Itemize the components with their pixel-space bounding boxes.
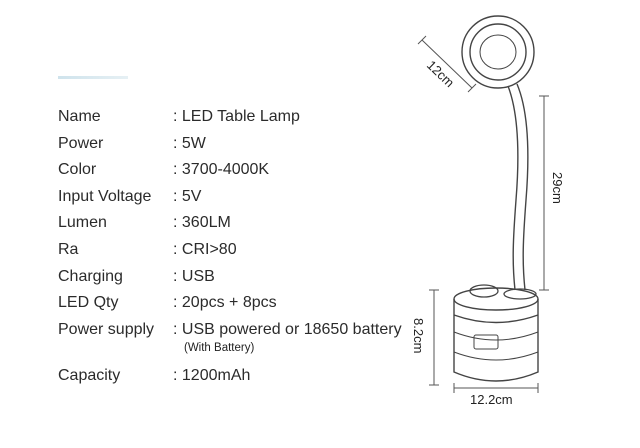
spec-label: Power [58, 134, 104, 152]
spec-label: Capacity [58, 366, 121, 384]
spec-label: LED Qty [58, 294, 119, 312]
spec-row-name: Name : LED Table Lamp [58, 104, 418, 131]
spec-row-ra: Ra : CRI>80 [58, 237, 418, 264]
lamp-head [461, 15, 535, 89]
spec-value: : CRI>80 [173, 240, 237, 258]
lamp-base [453, 287, 539, 382]
spec-value: : 1200mAh [173, 366, 251, 384]
spec-note: (With Battery) [184, 341, 255, 354]
spec-row-capacity: Capacity : 1200mAh [58, 363, 418, 390]
spec-row-charging: Charging : USB [58, 264, 418, 291]
dimension-height-label: 29cm [550, 172, 565, 204]
spec-value: : 5W [173, 134, 206, 152]
lamp-gooseneck [507, 83, 529, 291]
spec-label: Lumen [58, 214, 107, 232]
spec-label: Name [58, 108, 101, 125]
spec-row-color: Color : 3700-4000K [58, 157, 418, 184]
spec-value: : USB [173, 267, 215, 285]
spec-label: Input Voltage [58, 187, 152, 205]
spec-row-lumen: Lumen : 360LM [58, 210, 418, 237]
dimension-head [417, 35, 477, 93]
spec-label: Charging [58, 267, 123, 285]
dimension-base-height-label: 8.2cm [411, 318, 426, 353]
dimension-head-label: 12cm [424, 57, 457, 90]
spec-row-led-qty: LED Qty : 20pcs + 8pcs [58, 290, 418, 317]
spec-row-power: Power : 5W [58, 131, 418, 158]
dimension-base-width [453, 383, 539, 393]
dimension-height [539, 95, 549, 291]
dimension-base-height [429, 289, 439, 386]
spec-value: : USB powered or 18650 battery [173, 320, 402, 338]
spec-value: : 5V [173, 187, 202, 205]
spec-row-power-supply: Power supply : USB powered or 18650 batt… [58, 317, 418, 363]
spec-value: : 20pcs + 8pcs [173, 294, 277, 312]
spec-label: Power supply [58, 320, 155, 338]
spec-value: : 3700-4000K [173, 161, 270, 179]
spec-value: : 360LM [173, 214, 231, 232]
spec-table: Name : LED Table Lamp Power : 5W Color :… [58, 104, 418, 389]
spec-value: : LED Table Lamp [173, 108, 300, 125]
dimension-base-width-label: 12.2cm [470, 392, 513, 407]
spec-row-input-voltage: Input Voltage : 5V [58, 184, 418, 211]
lamp-dimension-drawing: 12cm 29cm 8.2cm 12.2cm [411, 15, 565, 407]
spec-label: Ra [58, 240, 79, 258]
spec-label: Color [58, 161, 97, 179]
accent-divider [58, 76, 128, 79]
